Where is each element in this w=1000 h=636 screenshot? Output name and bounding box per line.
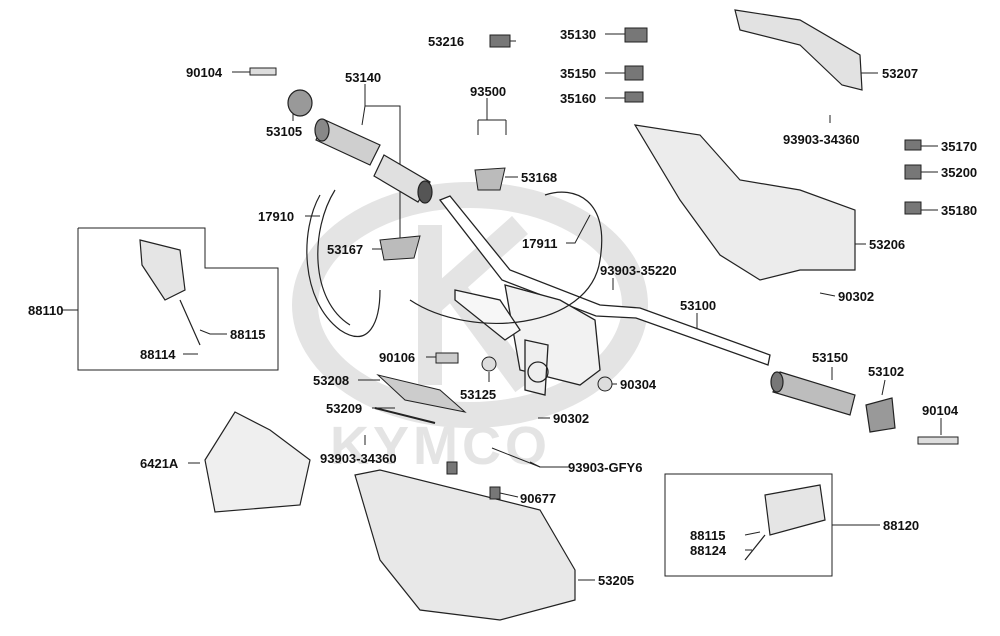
front-lower-cover-53205: [354, 469, 576, 621]
label-53216: 53216: [428, 34, 465, 49]
bar-end-53102: [865, 397, 896, 433]
label-90106: 90106: [379, 350, 416, 365]
label-93903-GFY6: 93903-GFY6: [568, 460, 643, 475]
label-90104-left: 90104: [186, 65, 223, 80]
handlebar-53100: [438, 195, 771, 396]
windscreen-6421A: [204, 411, 311, 513]
label-88124: 88124: [690, 543, 727, 558]
label-90302-mid: 90302: [553, 411, 590, 426]
label-35160: 35160: [560, 91, 597, 106]
label-93903-34360-bottom: 93903-34360: [320, 451, 397, 466]
cables: [306, 189, 603, 337]
label-53168: 53168: [521, 170, 558, 185]
label-93903-34360-top: 93903-34360: [783, 132, 860, 147]
label-35200: 35200: [941, 165, 978, 180]
small-parts: [374, 27, 922, 500]
bolt-90104-right: [917, 436, 959, 445]
grip-53140: [314, 118, 433, 204]
label-53207: 53207: [882, 66, 919, 81]
label-53205: 53205: [598, 573, 635, 588]
bolt-90104-left: [249, 67, 277, 76]
label-6421A: 6421A: [140, 456, 179, 471]
grip-53150: [770, 371, 856, 416]
label-35150: 35150: [560, 66, 597, 81]
label-88114: 88114: [140, 347, 176, 362]
label-17910: 17910: [258, 209, 295, 224]
label-17911: 17911: [522, 236, 558, 251]
label-53206: 53206: [869, 237, 906, 252]
label-88115-left: 88115: [230, 327, 266, 342]
label-53140: 53140: [345, 70, 382, 85]
label-88120: 88120: [883, 518, 920, 533]
label-88110: 88110: [28, 303, 64, 318]
mirror-box-left: [77, 227, 279, 371]
label-35170: 35170: [941, 139, 978, 154]
mirror-left: [139, 239, 201, 346]
label-90304: 90304: [620, 377, 657, 392]
label-53125: 53125: [460, 387, 497, 402]
label-88115-right: 88115: [690, 528, 726, 543]
label-53102: 53102: [868, 364, 905, 379]
label-93500: 93500: [470, 84, 507, 99]
mirror-right: [744, 484, 826, 561]
label-93903-35220: 93903-35220: [600, 263, 677, 278]
label-90104-right: 90104: [922, 403, 959, 418]
mirror-box-right: [664, 473, 833, 577]
label-53105: 53105: [266, 124, 303, 139]
label-53150: 53150: [812, 350, 849, 365]
label-90677: 90677: [520, 491, 557, 506]
cover-53207: [734, 9, 863, 91]
label-35180: 35180: [941, 203, 978, 218]
label-53208: 53208: [313, 373, 350, 388]
label-53100: 53100: [680, 298, 717, 313]
label-35130: 35130: [560, 27, 597, 42]
label-90302-right: 90302: [838, 289, 875, 304]
label-53209: 53209: [326, 401, 363, 416]
front-cover-53206: [633, 124, 856, 281]
label-53167: 53167: [327, 242, 364, 257]
bar-end-53105: [287, 89, 313, 117]
